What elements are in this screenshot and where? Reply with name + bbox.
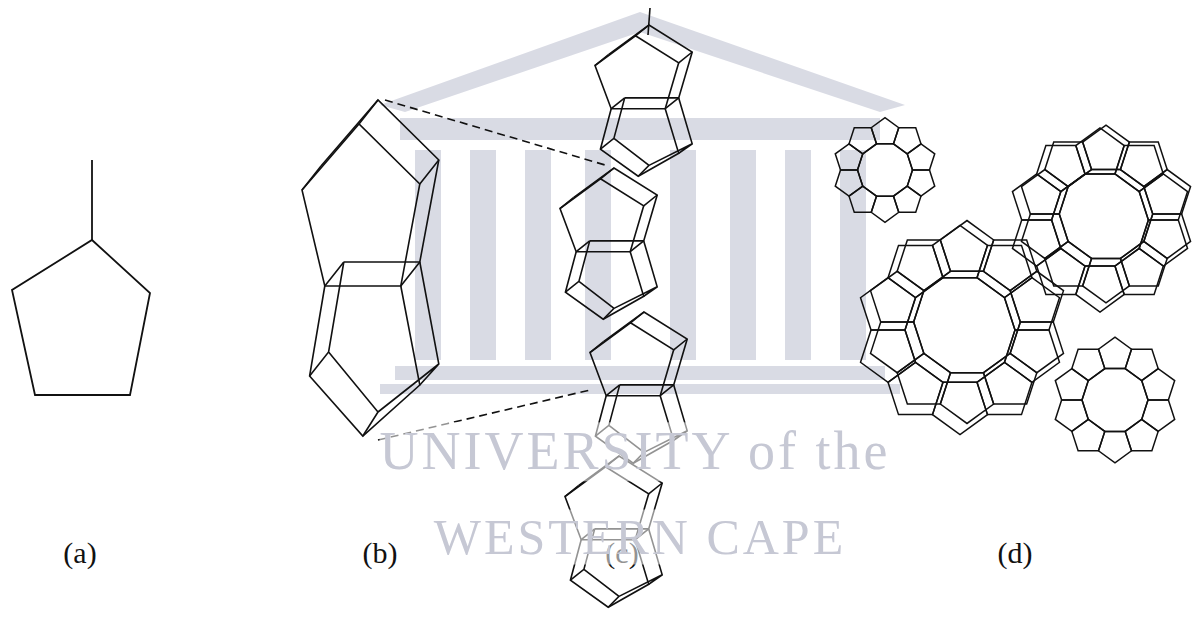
ten-ring — [831, 118, 939, 223]
ten-ring — [1014, 125, 1198, 303]
panel-label: (a) — [63, 536, 96, 569]
emblem-column — [470, 150, 496, 360]
bond-stick — [648, 8, 650, 35]
panel-label: (d) — [998, 536, 1033, 569]
ten-ring — [852, 225, 1068, 434]
ten-ring — [1050, 337, 1180, 463]
emblem-entablature — [400, 118, 880, 140]
ten-ring — [1005, 128, 1195, 312]
bond-stick — [91, 160, 93, 240]
ten-ring — [862, 221, 1071, 424]
pentagon-unit — [12, 160, 150, 395]
pentagon — [12, 240, 150, 395]
emblem-column — [840, 150, 866, 360]
panel-label: (b) — [363, 536, 398, 569]
emblem-column — [670, 150, 696, 360]
watermark-text: UNIVERSITY of the — [380, 422, 891, 481]
emblem-column — [730, 150, 756, 360]
emblem-pediment — [380, 12, 905, 112]
pentasil-cage — [302, 100, 439, 436]
pentasil-cage — [560, 168, 657, 319]
watermark-text: WESTERN CAPE — [434, 510, 846, 565]
emblem-column — [415, 150, 441, 360]
pentasil-cage — [595, 25, 692, 176]
framework — [831, 118, 1198, 463]
emblem-base — [395, 366, 885, 380]
emblem-column — [785, 150, 811, 360]
emblem-column — [525, 150, 551, 360]
